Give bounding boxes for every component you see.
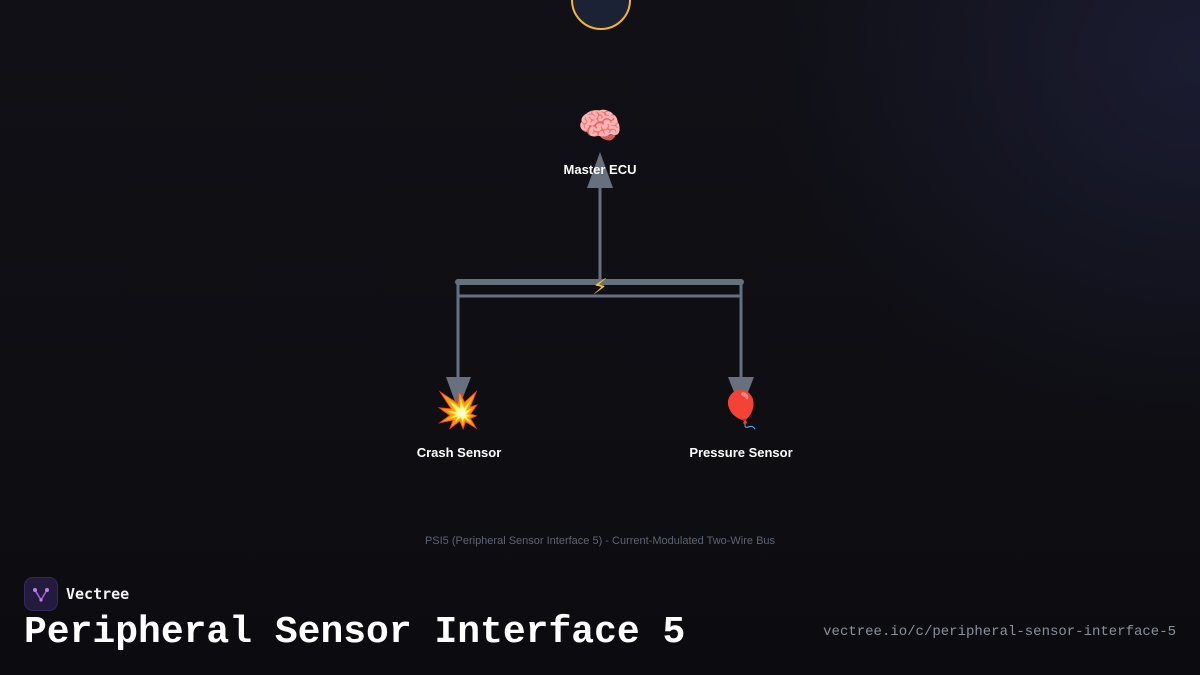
node-label-pressure-sensor: Pressure Sensor bbox=[689, 445, 793, 460]
page-url: vectree.io/c/peripheral-sensor-interface… bbox=[823, 624, 1176, 640]
brand-name: Vectree bbox=[66, 585, 130, 603]
node-label-crash-sensor: Crash Sensor bbox=[416, 445, 502, 460]
node-label-master-ecu: Master ECU bbox=[563, 162, 637, 177]
brand-logo-icon bbox=[24, 577, 58, 611]
collision-icon: 💥 bbox=[435, 390, 481, 431]
diagram-caption: PSI5 (Peripheral Sensor Interface 5) - C… bbox=[424, 535, 776, 547]
lightning-icon: ⚡ bbox=[592, 275, 608, 300]
arrowhead-to-pressure bbox=[728, 377, 754, 410]
page-title: Peripheral Sensor Interface 5 bbox=[24, 611, 686, 654]
brand: Vectree bbox=[24, 577, 129, 611]
balloon-icon: 🎈 bbox=[718, 390, 764, 431]
brain-icon: 🧠 bbox=[577, 106, 623, 147]
arrowhead-to-master bbox=[587, 152, 613, 188]
arrowhead-to-crash bbox=[446, 377, 471, 410]
